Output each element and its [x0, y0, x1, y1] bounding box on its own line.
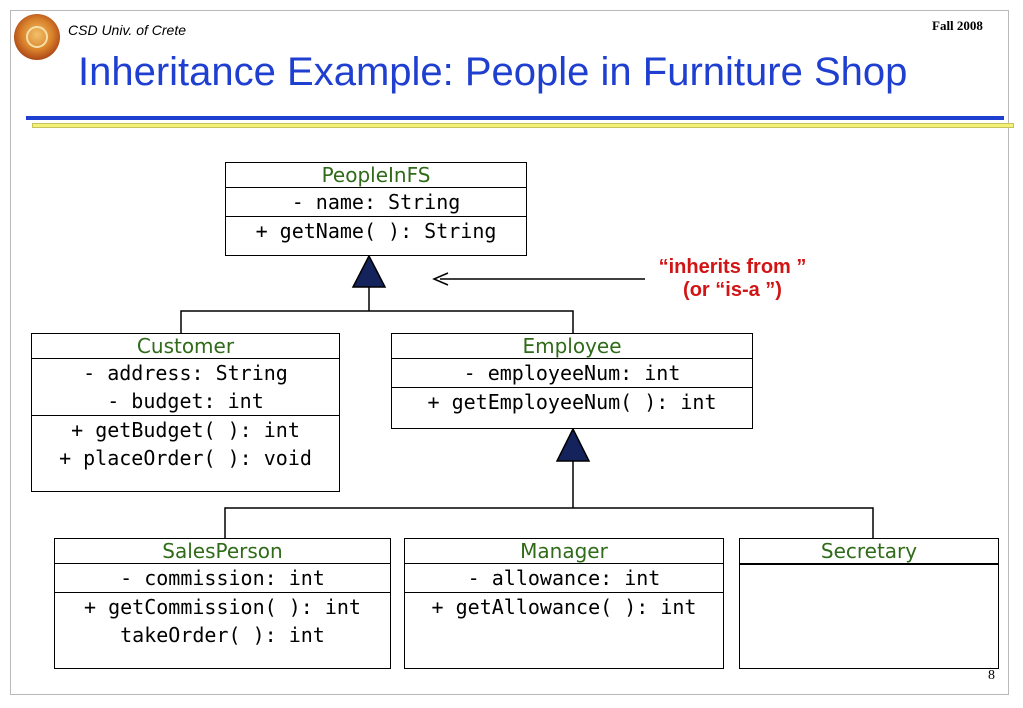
attributes-section: - allowance: int — [405, 564, 723, 592]
attribute-line: - address: String — [83, 361, 288, 385]
title-rule-yellow — [32, 123, 1014, 128]
method-line: + getBudget( ): int — [71, 418, 300, 442]
methods-section: + getCommission( ): int takeOrder( ): int — [55, 592, 390, 649]
method-line: + getName( ): String — [255, 219, 497, 243]
annotation-line-1: “inherits from ” — [658, 256, 807, 278]
generalization-arrowhead-employee — [555, 427, 591, 462]
method-line: + getEmployeeNum( ): int — [427, 390, 717, 414]
slide-title: Inheritance Example: People in Furniture… — [78, 50, 908, 94]
attribute-line: - commission: int — [120, 566, 325, 590]
class-name: SalesPerson — [55, 539, 390, 564]
secretary-connector — [573, 507, 874, 538]
class-box-manager: Manager - allowance: int + getAllowance(… — [404, 538, 724, 669]
class-box-peopleinfs: PeopleInFS - name: String + getName( ): … — [225, 162, 527, 256]
method-line: + getAllowance( ): int — [431, 595, 697, 619]
term-label: Fall 2008 — [932, 18, 983, 33]
page-number: 8 — [988, 668, 995, 683]
methods-section: + getAllowance( ): int — [405, 592, 723, 621]
methods-section: + getName( ): String — [226, 216, 526, 245]
customer-connector — [180, 310, 369, 333]
attribute-line: - employeeNum: int — [463, 361, 681, 385]
slide-frame — [10, 10, 1009, 695]
methods-section: + getBudget( ): int + placeOrder( ): void — [32, 415, 339, 472]
methods-section — [740, 564, 998, 565]
methods-section: + getEmployeeNum( ): int — [392, 387, 752, 416]
title-rule-blue — [26, 116, 1004, 120]
attributes-section: - employeeNum: int — [392, 359, 752, 387]
attribute-line: - budget: int — [107, 389, 264, 413]
method-line: + placeOrder( ): void — [59, 446, 312, 470]
method-line: takeOrder( ): int — [120, 623, 325, 647]
class-box-salesperson: SalesPerson - commission: int + getCommi… — [54, 538, 391, 669]
generalization-arrowhead-people — [351, 254, 387, 288]
class-name: Customer — [32, 334, 339, 359]
attributes-section: - name: String — [226, 188, 526, 216]
attributes-section: - commission: int — [55, 564, 390, 592]
inherits-annotation: “inherits from ” (or “is-a ”) — [620, 256, 845, 302]
attributes-section: - address: String - budget: int — [32, 359, 339, 415]
class-name: Manager — [405, 539, 723, 564]
class-name: PeopleInFS — [226, 163, 526, 188]
class-box-customer: Customer - address: String- budget: int … — [31, 333, 340, 492]
organization-label: CSD Univ. of Crete — [68, 22, 186, 38]
university-seal-logo — [14, 14, 60, 60]
employee-connector — [369, 310, 574, 333]
class-name: Secretary — [740, 539, 998, 564]
class-name: Employee — [392, 334, 752, 359]
salesperson-connector — [224, 507, 573, 538]
class-box-employee: Employee - employeeNum: int + getEmploye… — [391, 333, 753, 429]
attribute-line: - name: String — [291, 190, 461, 214]
method-line: + getCommission( ): int — [84, 595, 361, 619]
attribute-line: - allowance: int — [467, 566, 661, 590]
class-box-secretary: Secretary — [739, 538, 999, 669]
annotation-arrow-head — [432, 272, 449, 286]
annotation-line-2: (or “is-a ”) — [683, 279, 782, 301]
